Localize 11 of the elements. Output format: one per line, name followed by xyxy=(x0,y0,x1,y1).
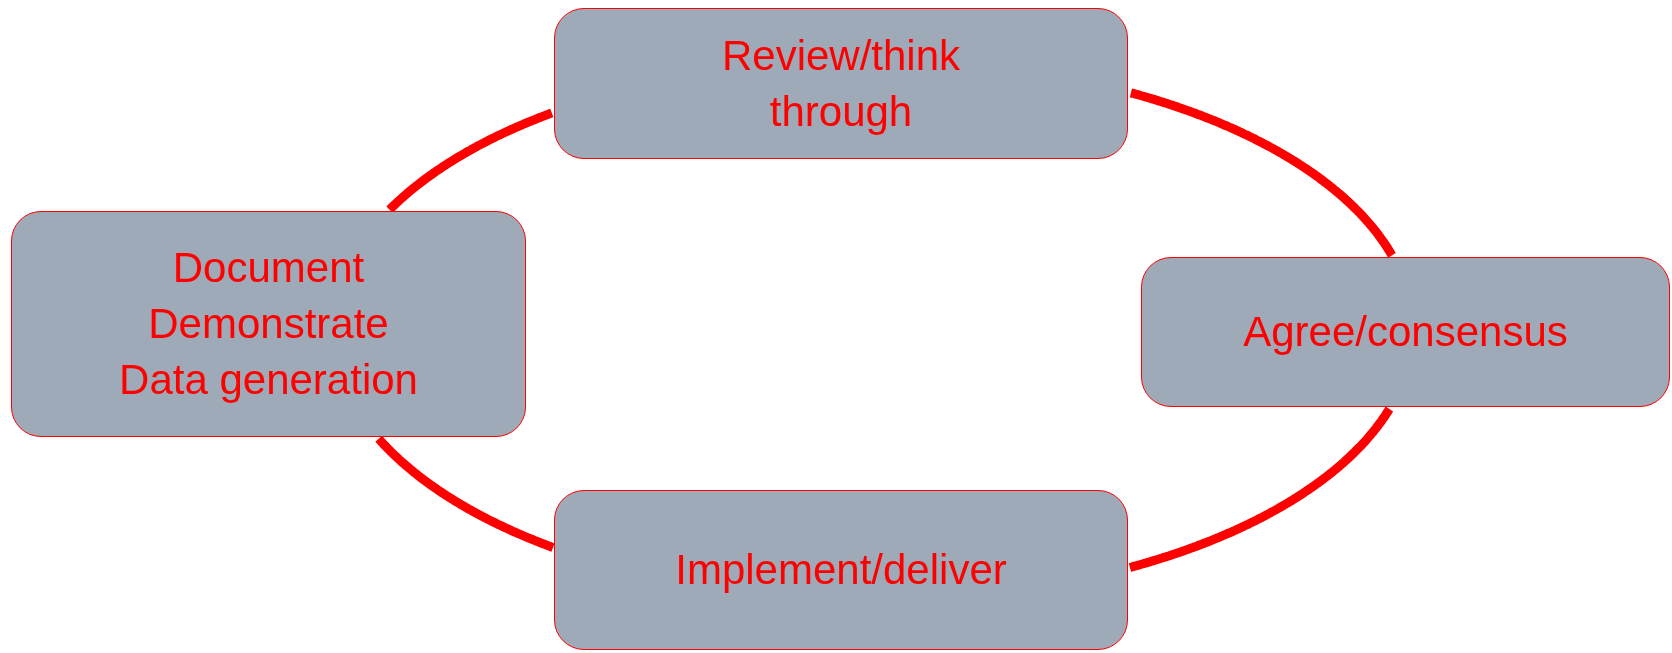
connector-arc xyxy=(1127,405,1394,572)
box-label: Agree/consensus xyxy=(1243,307,1568,357)
connector-arc xyxy=(375,435,556,552)
box-label: Review/think through xyxy=(720,30,962,137)
box-label: Document Demonstrate Data generation xyxy=(118,243,419,405)
box-label: Implement/deliver xyxy=(675,545,1007,595)
connector-arc xyxy=(1128,88,1396,259)
process-box xyxy=(11,211,526,437)
process-box xyxy=(554,490,1128,650)
process-box xyxy=(554,8,1128,159)
process-box xyxy=(1141,257,1670,407)
